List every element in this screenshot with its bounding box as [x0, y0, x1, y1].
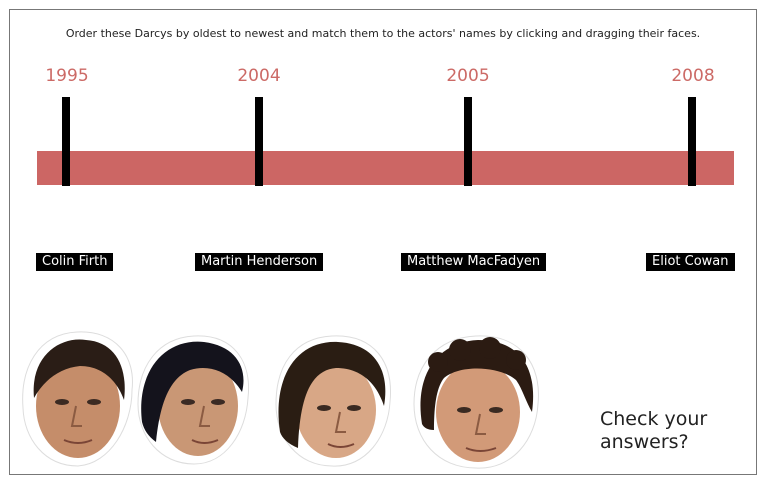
year-label-1995: 1995 — [45, 66, 89, 86]
check-answers-button[interactable]: Check your answers? — [600, 408, 707, 454]
year-label-2005: 2005 — [446, 66, 490, 86]
year-label-2008: 2008 — [671, 66, 715, 86]
year-label-2004: 2004 — [237, 66, 281, 86]
timeline-tick-2004 — [255, 97, 263, 186]
draggable-face-4[interactable] — [410, 332, 545, 472]
timeline-tick-1995 — [62, 97, 70, 186]
timeline-tick-2008 — [688, 97, 696, 186]
actor-name-martin-henderson: Martin Henderson — [195, 253, 324, 271]
actor-face-4-icon — [413, 335, 539, 469]
draggable-face-2[interactable] — [134, 332, 254, 467]
timeline-tick-2005 — [464, 97, 472, 186]
check-answers-line-2: answers? — [600, 431, 689, 453]
actor-name-eliot-cowan: Eliot Cowan — [646, 253, 735, 271]
draggable-face-1[interactable] — [20, 328, 135, 468]
actor-name-colin-firth: Colin Firth — [36, 253, 114, 271]
draggable-face-3[interactable] — [272, 332, 397, 470]
actor-face-1-icon — [22, 331, 133, 467]
actor-face-3-icon — [275, 335, 391, 467]
actor-face-2-icon — [137, 335, 250, 465]
timeline-bar — [37, 151, 734, 185]
actor-name-matthew-macfadyen: Matthew MacFadyen — [401, 253, 547, 271]
instructions-text: Order these Darcys by oldest to newest a… — [65, 27, 701, 40]
check-answers-line-1: Check your — [600, 408, 708, 430]
quiz-frame: Order these Darcys by oldest to newest a… — [9, 9, 757, 475]
